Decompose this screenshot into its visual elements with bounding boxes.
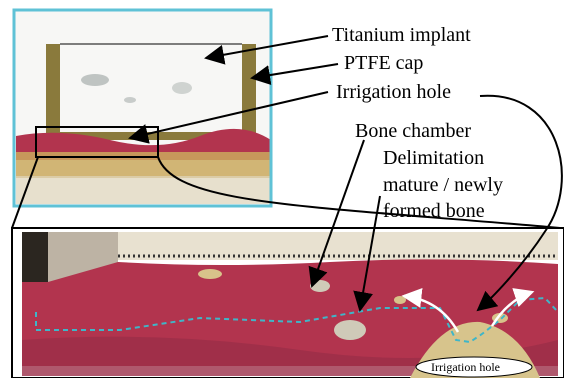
label-irrigation-hole-detail: Irrigation hole	[431, 360, 500, 374]
label-irrigation-hole: Irrigation hole	[336, 81, 451, 103]
detail-panel	[12, 228, 564, 378]
overview-marrow	[16, 152, 271, 178]
label-delimitation-line2: mature / newly	[383, 174, 503, 196]
overview-panel	[14, 10, 271, 206]
label-bone-chamber: Bone chamber	[355, 120, 471, 142]
label-titanium-implant: Titanium implant	[332, 24, 471, 46]
label-ptfe-cap: PTFE cap	[344, 52, 423, 74]
inclusion	[334, 320, 366, 340]
label-delimitation-line3: formed bone	[383, 200, 485, 222]
label-delimitation-line1: Delimitation	[383, 147, 484, 169]
